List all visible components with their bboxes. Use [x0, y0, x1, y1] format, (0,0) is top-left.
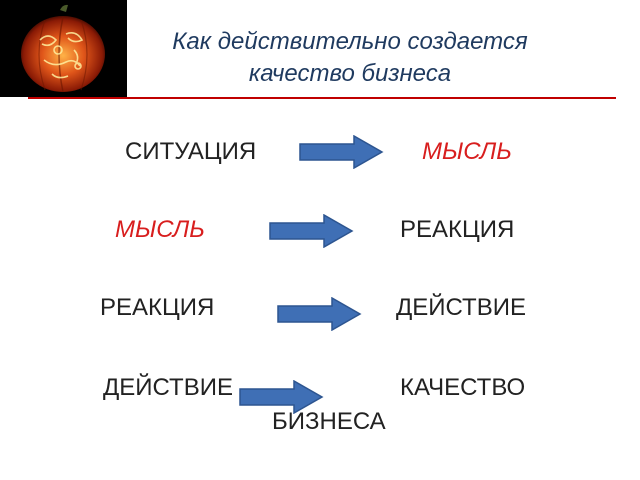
row3-from: РЕАКЦИЯ: [100, 294, 215, 321]
row1-to: МЫСЛЬ: [422, 138, 512, 165]
title-line-2: качество бизнеса: [248, 60, 452, 87]
row3-to: ДЕЙСТВИЕ: [396, 294, 526, 321]
pumpkin-image: [0, 0, 127, 97]
row2-from: МЫСЛЬ: [115, 216, 205, 243]
page-title: Как действительно создается качество биз…: [140, 26, 560, 90]
row2-to: РЕАКЦИЯ: [400, 216, 515, 243]
row2-arrow-icon: [268, 214, 354, 248]
title-line-1: Как действительно создается: [172, 28, 528, 55]
row4-arrow-icon: [238, 380, 324, 414]
title-underline: [28, 97, 616, 99]
row4-from: ДЕЙСТВИЕ: [103, 374, 233, 401]
row4-to-line2: БИЗНЕСА: [272, 408, 386, 435]
row1-arrow-icon: [298, 135, 384, 169]
row4-to-line1: КАЧЕСТВО: [400, 374, 526, 401]
row1-from: СИТУАЦИЯ: [125, 138, 257, 165]
row3-arrow-icon: [276, 297, 362, 331]
